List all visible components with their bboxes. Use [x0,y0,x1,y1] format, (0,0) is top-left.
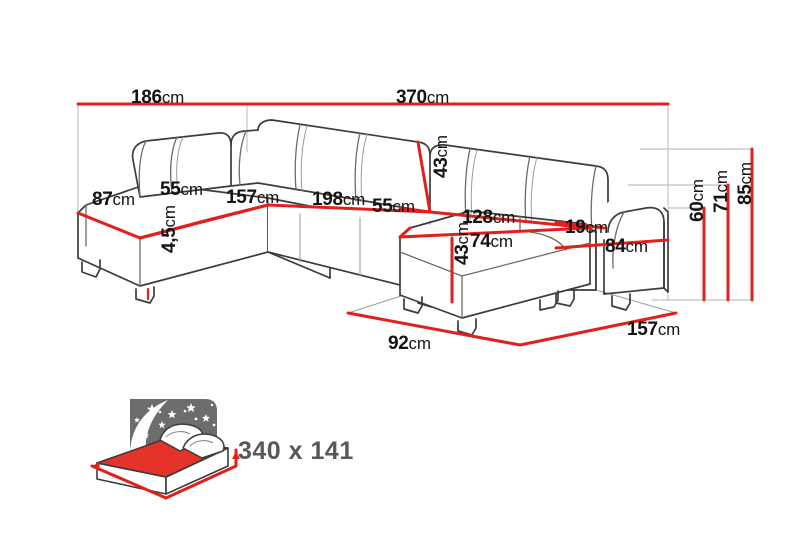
dimension-unit: cm [112,190,135,209]
dimension-unit: cm [492,208,516,227]
dimline-87 [76,211,142,240]
dimension-label-right-bottom-depth: 157cm [627,320,680,339]
dimension-value: 85 [735,184,756,205]
dimension-value: 19 [565,217,586,238]
dimension-unit: cm [408,334,431,353]
dimension-label-left-depth: 87cm [92,190,135,209]
dimension-unit: cm [657,320,681,339]
dimension-label-left-seat-length: 157cm [226,188,279,207]
dimension-label-ottoman-bottom-width: 92cm [388,334,431,353]
dimension-unit: cm [256,188,280,207]
bed-size-label: 340 x 141 [238,437,354,465]
pillow-front [182,433,225,459]
corner-backrest [230,129,259,187]
dimension-value: 370 [396,87,427,108]
dimension-value: 71 [711,192,732,213]
dimension-value: 128 [462,207,493,228]
dimension-unit: cm [426,88,450,107]
dimension-value: 157 [627,319,658,340]
dimension-value: 186 [131,87,162,108]
dimension-value: 198 [312,189,343,210]
dimension-value: 43 [452,244,473,265]
dimline-92 [346,311,522,347]
dimline-128 [428,210,592,230]
bed-arrow-left [92,462,100,471]
dimension-unit: cm [180,180,203,199]
right-armrest [595,196,669,311]
dimension-value: 43 [431,157,452,178]
dimension-label-top-left-width: 186cm [131,88,184,107]
dimension-label-leg-height: 4,5cm [159,205,180,253]
dimension-label-ottoman-width: 74cm [470,232,513,251]
dimension-unit: cm [392,197,415,216]
dimension-value: 74 [470,231,491,252]
dimension-label-chaise-top-length: 128cm [462,208,515,227]
dimension-unit: cm [688,179,707,202]
dimension-value: 60 [687,201,708,222]
bed-dimline-width [90,464,168,500]
dimension-unit: cm [432,135,451,158]
dimension-value: 4,5 [159,227,180,253]
bed-dimline-length [164,464,238,500]
dimline-157-left-b [138,203,270,240]
dimension-label-ottoman-height: 43cm [452,222,473,265]
dimline-19 [554,220,606,230]
dimline-55-main [398,206,432,214]
dimension-unit: cm [712,170,731,193]
dimline-74-b [398,226,412,239]
dimline-84 [554,238,670,250]
pillow-crease-1 [165,431,191,438]
dimension-unit: cm [490,232,513,251]
dimension-value: 55 [372,196,393,217]
dimension-label-arm-width: 19cm [565,218,608,237]
dimension-label-main-seat-length: 198cm [312,190,365,209]
dimension-label-right-seat-depth: 84cm [605,237,648,256]
dimension-unit: cm [585,218,608,237]
dimension-unit: cm [160,205,179,228]
dimension-value: 87 [92,189,113,210]
front-ottoman [399,210,591,336]
dimline-157-right [518,311,678,347]
dimension-value: 55 [160,179,181,200]
dimline-198 [266,203,432,214]
dimension-label-top-right-width: 370cm [396,88,449,107]
dimension-unit: cm [625,237,648,256]
dimension-value: 92 [388,333,409,354]
pillow-crease-2 [189,440,214,447]
dimension-label-backrest-height: 43cm [431,135,452,178]
dimension-label-main-seat-width: 55cm [372,197,415,216]
dimension-unit: cm [161,88,185,107]
moon-crescent [130,400,168,455]
dimension-unit: cm [342,190,366,209]
dimline-74 [398,226,592,239]
dimension-label-back-height-71: 71cm [711,170,732,213]
dimension-unit: cm [453,222,472,245]
dimension-value: 157 [226,187,257,208]
dimension-label-left-seat-width: 55cm [160,180,203,199]
bed-size-icon [90,399,240,500]
dimension-value: 84 [605,236,626,257]
dimline-43-back [416,140,432,214]
red-dimension-lines [76,102,754,347]
dimension-label-total-height-85: 85cm [735,162,756,205]
bed-arrow-right [232,451,240,459]
dimension-label-seat-height-60: 60cm [687,179,708,222]
mattress-top-outline [96,438,229,478]
dimension-unit: cm [736,162,755,185]
